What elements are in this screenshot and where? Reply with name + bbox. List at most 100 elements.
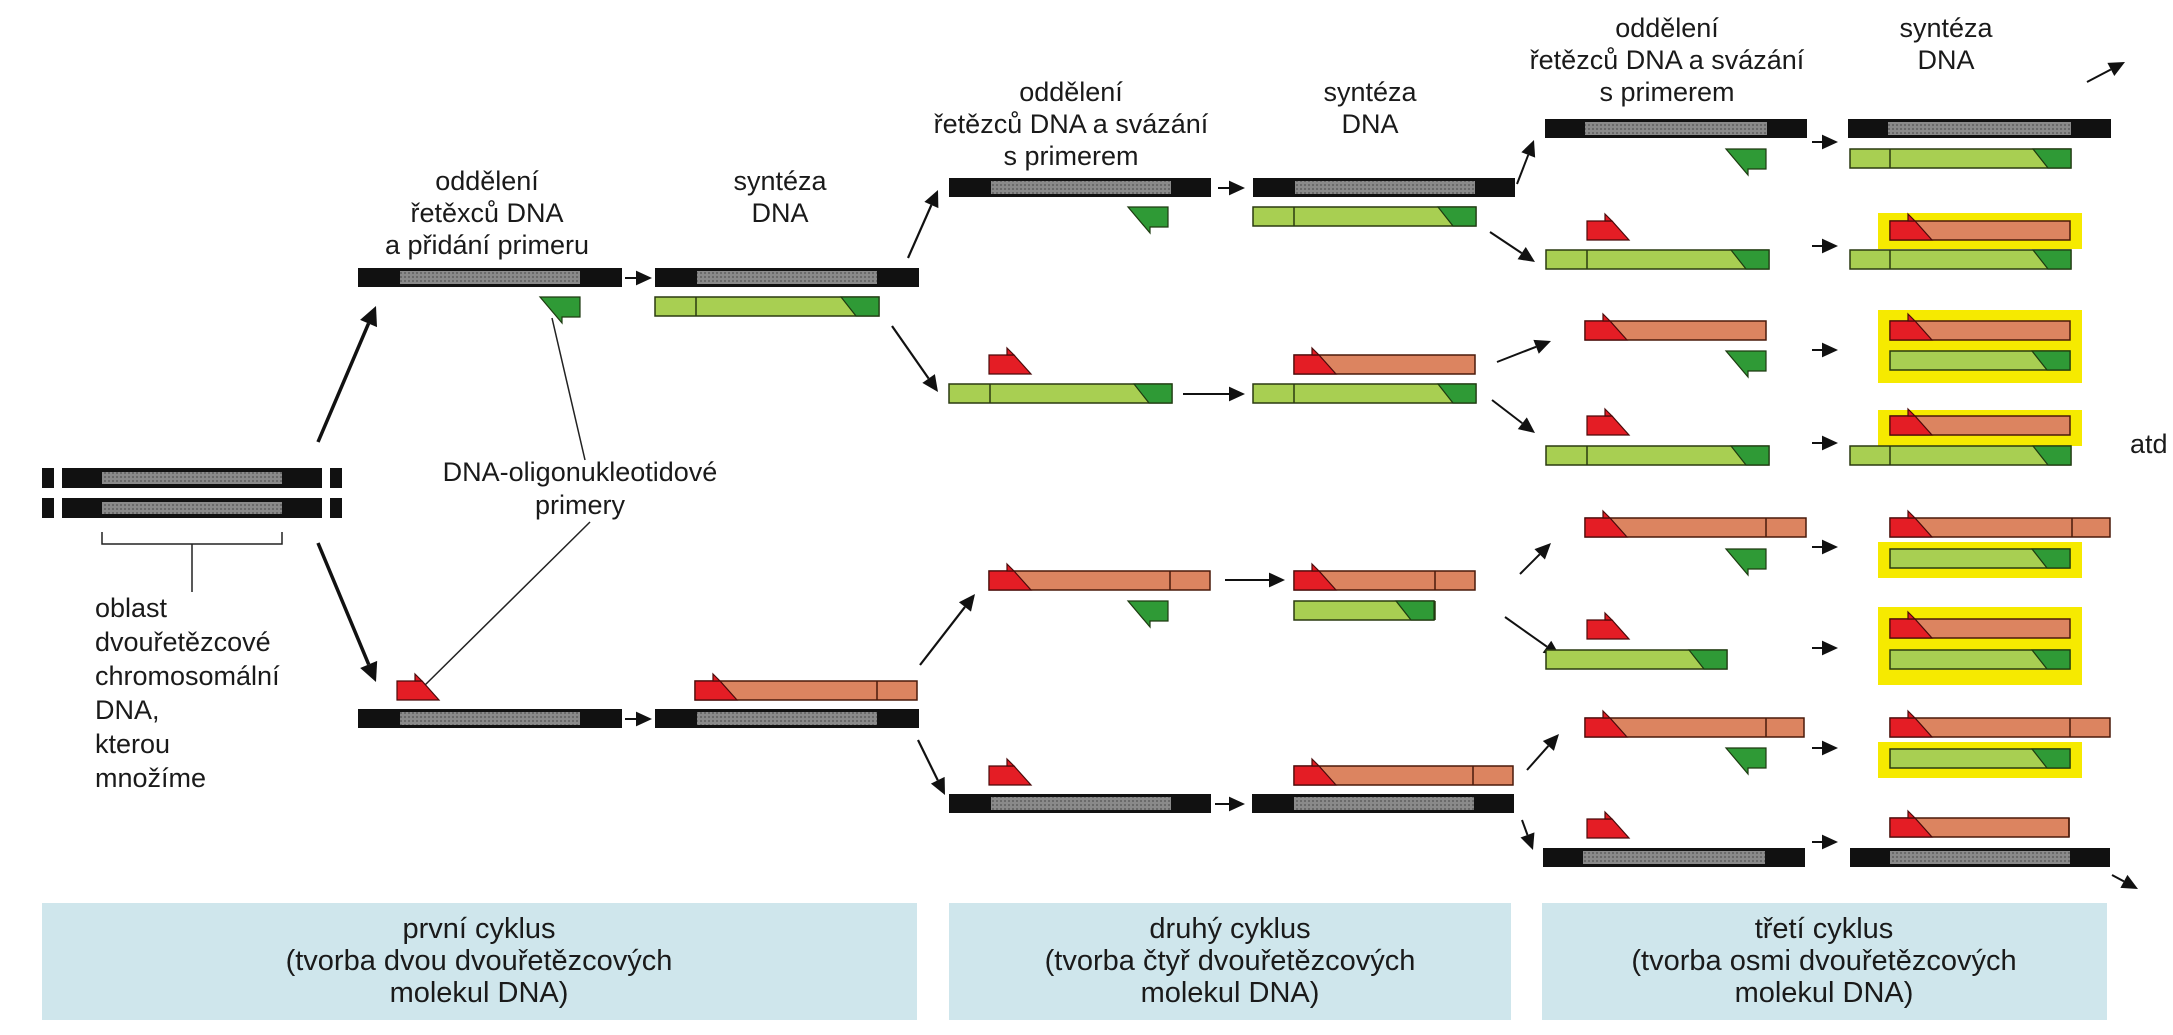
step-label-separate-bind-2a: oddělení bbox=[1615, 13, 1719, 43]
arrow-line bbox=[1526, 745, 1550, 771]
dark-green-primer bbox=[1724, 350, 1767, 379]
step-label-separate-bind-2c: s primerem bbox=[1599, 77, 1734, 107]
cycle-box-3 bbox=[1542, 903, 2107, 1020]
step-label-synthesis-1b: DNA bbox=[751, 198, 808, 228]
primers-label-1: DNA-oligonukleotidové bbox=[443, 457, 718, 487]
step-label-synthesis-1a: syntéza bbox=[733, 166, 827, 196]
red-primer bbox=[1889, 415, 1934, 436]
arrow-line bbox=[2086, 68, 2112, 83]
cycle-2-desc2: molekul DNA) bbox=[1141, 977, 1320, 1009]
dark-green-primer bbox=[2031, 249, 2072, 270]
region-label-3: chromosomální bbox=[95, 661, 280, 691]
red-primer bbox=[396, 680, 441, 701]
red-primer bbox=[1293, 354, 1338, 375]
step-label-separate-bind-1c: s primerem bbox=[1003, 141, 1138, 171]
template-gray-region bbox=[1294, 797, 1474, 810]
arrow-head bbox=[1269, 572, 1285, 588]
dark-green-primer bbox=[1126, 600, 1169, 629]
step-label-separate-add-primer-2: řetěxců DNA bbox=[410, 198, 563, 228]
arrow-line bbox=[316, 542, 371, 666]
side-labels: DNA-oligonukleotidové primery oblast dvo… bbox=[95, 429, 2168, 793]
arrow-line bbox=[917, 739, 939, 781]
arrow-head bbox=[1822, 740, 1838, 756]
arrow-line bbox=[1496, 345, 1537, 363]
arrow-head bbox=[2107, 62, 2125, 77]
step-label-separate-add-primer-3: a přidání primeru bbox=[385, 230, 589, 260]
region-label-4: DNA, bbox=[95, 695, 160, 725]
dark-green-primer bbox=[1436, 383, 1477, 404]
step-label-separate-bind-1b: řetězců DNA a svázání bbox=[934, 109, 1209, 139]
red-primer bbox=[694, 680, 739, 701]
cycle-2-name: druhý cyklus bbox=[1149, 913, 1310, 945]
arrows bbox=[316, 62, 2138, 889]
primer-pointer-lines bbox=[421, 317, 591, 689]
arrow-line bbox=[1504, 616, 1548, 648]
dark-green-primer bbox=[1394, 600, 1435, 621]
red-primer bbox=[1889, 618, 1934, 639]
red-primer bbox=[1293, 570, 1338, 591]
step-label-synthesis-3b: DNA bbox=[1917, 45, 1974, 75]
cycle-3-desc2: molekul DNA) bbox=[1735, 977, 1914, 1009]
dark-green-primer bbox=[1126, 206, 1169, 235]
cycle-box-2 bbox=[949, 903, 1511, 1020]
arrow-head bbox=[636, 711, 652, 727]
cycle-1-name: první cyklus bbox=[402, 913, 555, 945]
dark-green-primer bbox=[1436, 206, 1477, 227]
dark-green-primer bbox=[1724, 747, 1767, 776]
region-label-6: množíme bbox=[95, 763, 206, 793]
arrow-head bbox=[1533, 339, 1551, 354]
step-label-synthesis-2b: DNA bbox=[1341, 109, 1398, 139]
arrow-line bbox=[906, 204, 933, 259]
arrow-head bbox=[924, 190, 939, 209]
arrow-line bbox=[919, 606, 966, 666]
arrow-head bbox=[1534, 543, 1551, 560]
dark-green-primer bbox=[1132, 383, 1173, 404]
dark-green-primer bbox=[839, 296, 880, 317]
step-label-synthesis-3a: syntéza bbox=[1899, 13, 1993, 43]
dark-green-primer bbox=[2030, 350, 2071, 371]
dark-green-primer bbox=[2030, 649, 2071, 670]
arrow-head bbox=[360, 306, 378, 328]
step-label-separate-add-primer-1: oddělení bbox=[435, 166, 539, 196]
arrow-line bbox=[1489, 231, 1523, 254]
step-label-separate-bind-1a: oddělení bbox=[1019, 77, 1123, 107]
arrow-head bbox=[958, 594, 975, 612]
arrow-head bbox=[636, 270, 652, 286]
arrow-head bbox=[1517, 417, 1535, 433]
template-gray-region bbox=[991, 181, 1171, 194]
template-gray-region bbox=[991, 797, 1171, 810]
arrow-head bbox=[1822, 539, 1838, 555]
dark-green-primer bbox=[2031, 445, 2072, 466]
arrow-head bbox=[1822, 435, 1838, 451]
cycle-2-desc: (tvorba čtyř dvouřetězcových bbox=[1045, 945, 1416, 977]
template-gray-region bbox=[697, 712, 877, 725]
arrow-head bbox=[922, 374, 938, 392]
arrow-head bbox=[1229, 180, 1245, 196]
arrow-line bbox=[1516, 154, 1530, 185]
arrow-head bbox=[1822, 640, 1838, 656]
template-gray-region bbox=[697, 271, 877, 284]
step-label-synthesis-2a: syntéza bbox=[1323, 77, 1417, 107]
red-primer bbox=[1586, 619, 1631, 640]
arrow-head bbox=[1822, 134, 1838, 150]
arrow-head bbox=[2120, 874, 2138, 889]
red-primer bbox=[1584, 320, 1629, 341]
template-gray-region bbox=[400, 712, 580, 725]
red-primer bbox=[988, 765, 1033, 786]
red-primer bbox=[1584, 717, 1629, 738]
red-primer bbox=[1586, 220, 1631, 241]
step-labels: oddělení řetěxců DNA a přidání primeru s… bbox=[385, 13, 1994, 260]
red-primer bbox=[1889, 220, 1934, 241]
arrow-line bbox=[1519, 553, 1541, 575]
arrow-line bbox=[891, 325, 930, 380]
arrow-head bbox=[360, 660, 378, 682]
red-primer bbox=[1889, 320, 1934, 341]
cycle-3-name: třetí cyklus bbox=[1755, 913, 1894, 945]
arrow-line bbox=[2111, 874, 2125, 883]
arrow-line bbox=[1521, 819, 1529, 836]
arrow-head bbox=[1822, 834, 1838, 850]
dark-green-primer bbox=[538, 296, 581, 325]
cycle-box-1 bbox=[42, 903, 917, 1020]
strands bbox=[42, 119, 2111, 867]
